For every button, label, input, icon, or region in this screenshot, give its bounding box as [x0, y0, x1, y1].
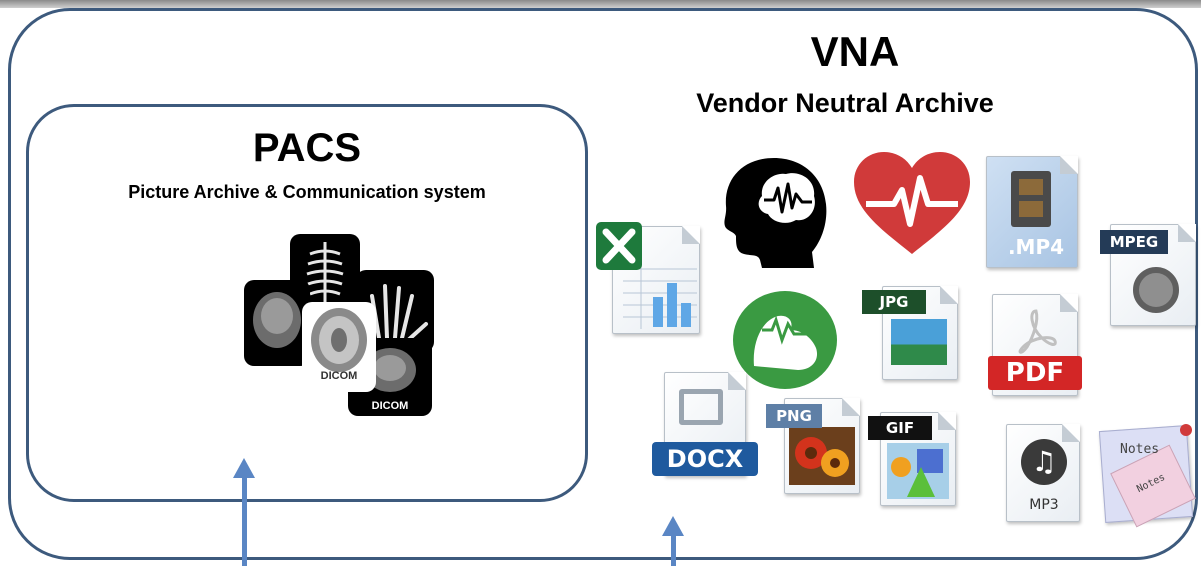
jpg-label: JPG — [862, 290, 926, 314]
png-file-icon — [784, 398, 860, 494]
pacs-up-arrow-head — [233, 458, 255, 478]
mpeg-label: MPEG — [1100, 230, 1168, 254]
window-top-strip — [0, 0, 1201, 8]
film-reel-icon — [1133, 267, 1179, 313]
notes-label-1: Notes — [1120, 442, 1160, 457]
mp3-label: MP3 — [1029, 497, 1059, 513]
pacs-up-arrow-shaft — [242, 476, 247, 566]
mp4-file-icon: .MP4 — [986, 156, 1078, 268]
shapes-image-icon — [887, 443, 949, 499]
vna-title: VNA — [810, 28, 900, 75]
landscape-image-icon — [891, 319, 947, 365]
dicom-label-center: DICOM — [320, 370, 358, 382]
dicom-images-icon — [244, 234, 440, 416]
music-note-icon: ♫ — [1021, 439, 1067, 485]
pacs-subtitle: Picture Archive & Communication system — [128, 182, 486, 202]
gif-label: GIF — [868, 416, 932, 440]
muscle-pulse-icon — [732, 290, 838, 390]
notes-icon: Notes Notes — [1098, 420, 1196, 528]
mp3-file-icon: ♫ MP3 — [1006, 424, 1080, 522]
mp4-label: .MP4 — [1007, 235, 1065, 259]
vna-up-arrow-head — [662, 516, 684, 536]
excel-logo-icon — [596, 222, 642, 270]
document-icon — [679, 389, 723, 425]
pacs-title: PACS — [252, 126, 362, 170]
heart-pulse-icon — [852, 150, 972, 256]
docx-label: DOCX — [652, 442, 758, 476]
film-strip-icon — [1011, 171, 1051, 227]
brain-head-icon — [722, 156, 828, 268]
vna-up-arrow-shaft — [671, 534, 676, 566]
dicom-label-bottom: DICOM — [371, 400, 409, 412]
vna-subtitle: Vendor Neutral Archive — [696, 88, 994, 118]
pin-icon — [1180, 424, 1192, 436]
flower-image-icon — [789, 427, 855, 485]
pdf-label: PDF — [988, 356, 1082, 390]
png-label: PNG — [766, 404, 822, 428]
